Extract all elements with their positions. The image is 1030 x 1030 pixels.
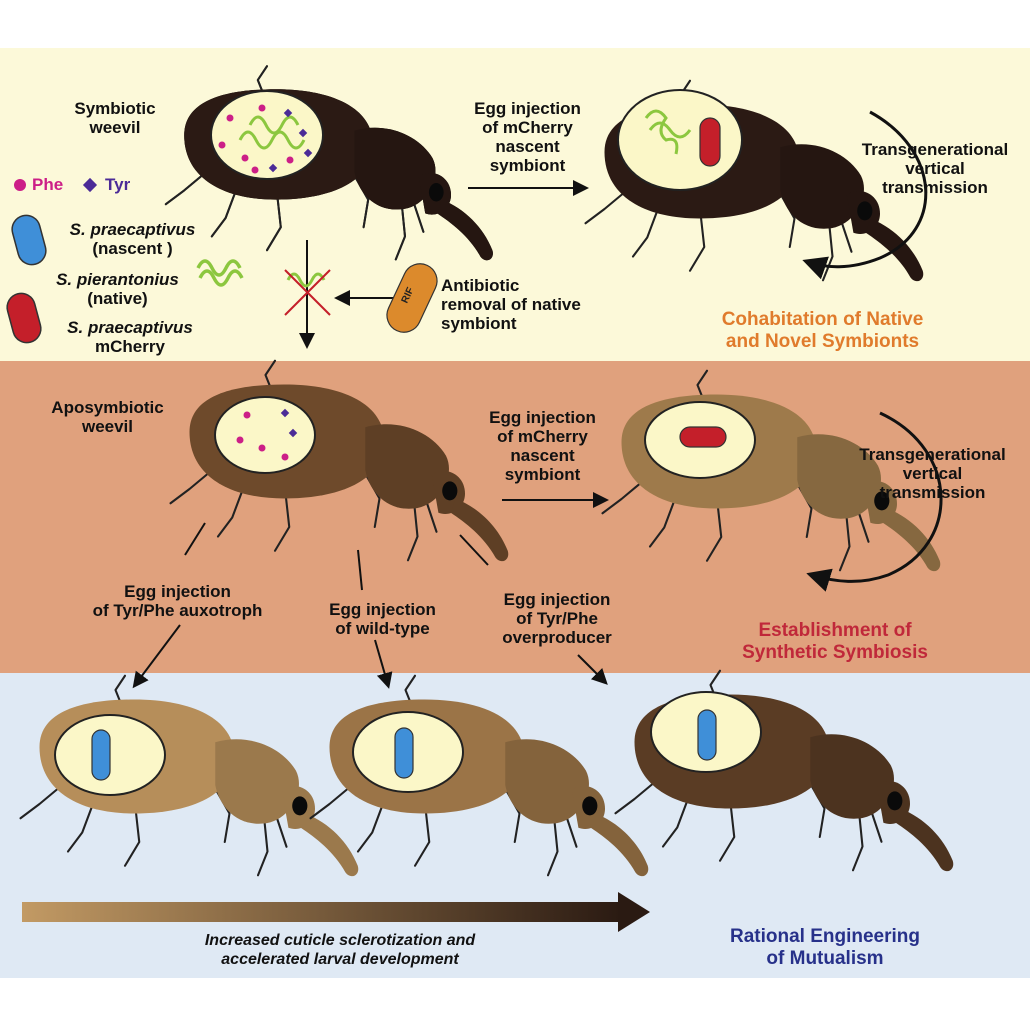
legend-tyr: Tyr xyxy=(105,175,131,194)
mcherry-symbiont xyxy=(699,117,721,167)
arrow-to-overproducer xyxy=(577,654,608,685)
antibiotic-pill-icon xyxy=(386,263,438,333)
gradient-arrow-head xyxy=(618,892,650,932)
gradient-arrow-bar xyxy=(22,902,622,922)
aposymbiotic-weevil xyxy=(171,361,509,561)
wildtype-weevil xyxy=(311,676,649,876)
legend-native-bacterium xyxy=(196,259,244,287)
panel-establishment xyxy=(0,361,1030,673)
phe-dot-icon xyxy=(14,179,26,191)
arrow-to-auxotroph xyxy=(132,624,181,689)
transmission-loop-mid xyxy=(806,411,943,592)
cohabitation-bacteriome xyxy=(617,89,743,191)
legend-nascent-bacterium xyxy=(11,214,47,266)
symbiotic-bacteriome xyxy=(210,90,324,180)
legend-item-native: S. pierantonius(native) xyxy=(56,270,179,308)
legend-phe: Phe xyxy=(32,175,64,194)
tyr-diamond-icon xyxy=(82,177,98,193)
legend-item-nascent: S. praecaptivus(nascent ) xyxy=(69,220,196,258)
overproducer-weevil xyxy=(616,671,954,871)
removed-native-symbiont-icon xyxy=(284,269,331,316)
arrow-to-wildtype xyxy=(374,639,393,689)
transmission-loop-top xyxy=(802,110,928,280)
legend-mcherry-bacterium xyxy=(6,292,42,344)
